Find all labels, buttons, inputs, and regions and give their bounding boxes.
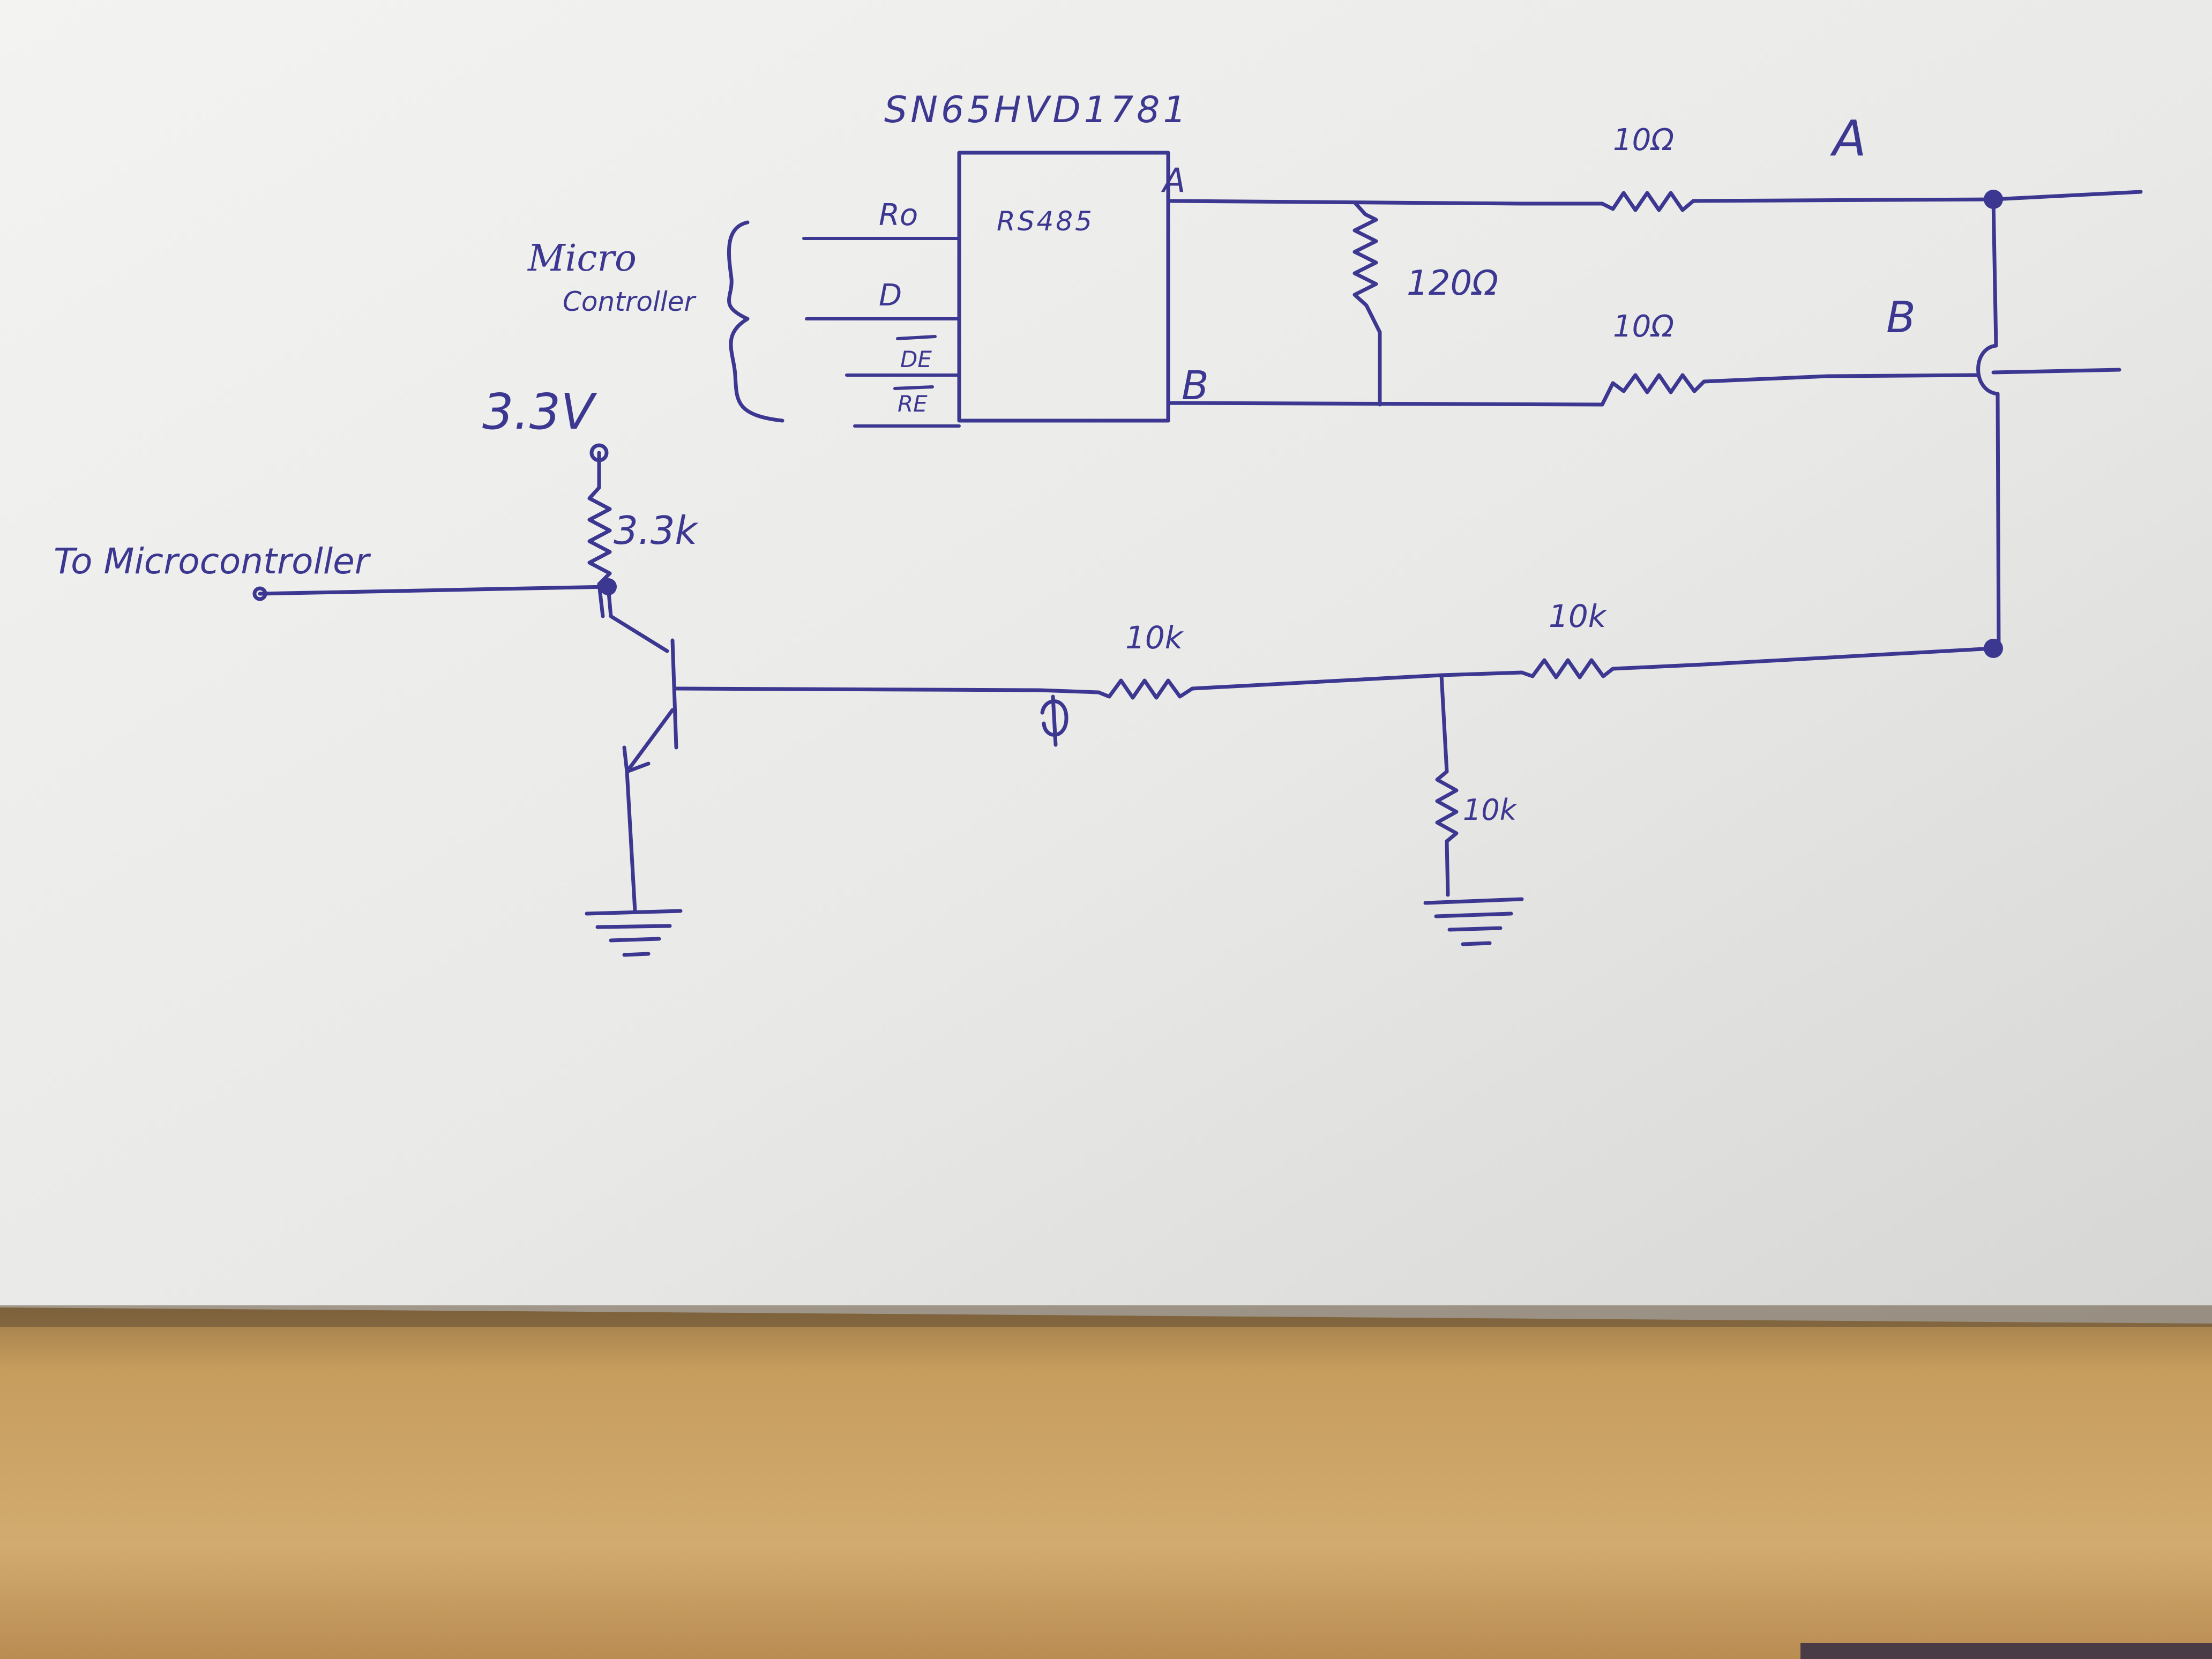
microcontroller-brace — [727, 220, 784, 423]
divider-bottom-resistor — [1435, 673, 1459, 897]
bus-vertical-bottom — [1996, 392, 2001, 651]
line-a-resistor-zigzag — [1600, 191, 1695, 212]
pullup-resistor — [587, 451, 612, 618]
pin-de-label: DE — [900, 346, 932, 372]
bus-b-label: B — [1886, 293, 1916, 342]
ground-left-symbol — [585, 909, 683, 957]
divider-top-resistor-zigzag — [1520, 658, 1615, 679]
divider-to-bus-wire — [1611, 646, 1996, 671]
bus-crossover-hop — [1976, 343, 2000, 396]
line-a-wire-left — [1166, 199, 1604, 206]
pin-de-overbar — [896, 335, 937, 340]
pin-d-label: D — [879, 278, 902, 313]
pin-a-label: A — [1161, 161, 1185, 200]
transistor-base-bar — [670, 638, 678, 750]
transistor-collector — [606, 585, 669, 653]
microcontroller-label-line2: Controller — [563, 286, 697, 317]
line-b-resistor-zigzag — [1611, 373, 1706, 394]
table-surface — [0, 1275, 2212, 1659]
base-resistor-label: 10k — [1125, 619, 1184, 656]
paper-sheet — [0, 0, 2212, 1324]
pin-re-label: RE — [898, 391, 928, 417]
bus-a-label: A — [1830, 110, 1866, 167]
line-a-resistor-label: 10Ω — [1613, 123, 1674, 158]
pullup-resistor-label: 3.3k — [614, 508, 699, 553]
bus-vertical-top — [1991, 197, 1998, 348]
to-mcu-label: To Microcontroller — [54, 541, 371, 582]
chip-name: RS485 — [997, 206, 1094, 237]
paper-shadow-edge — [0, 1305, 2212, 1327]
divider-bottom-resistor-label: 10k — [1463, 793, 1518, 827]
line-b-wire-out — [1991, 368, 2121, 375]
base-resistor-zigzag — [1096, 678, 1194, 700]
transistor-emitter-arrow — [622, 745, 651, 774]
to-mcu-terminal — [252, 586, 267, 601]
mat-bottom-edge — [1800, 1643, 2212, 1659]
divider-top-resistor-label: 10k — [1549, 598, 1608, 634]
supply-label: 3.3V — [482, 383, 597, 440]
line-b-wire-left — [1166, 400, 1604, 423]
pin-re-overbar — [893, 385, 934, 390]
line-b-resistor-label: 10Ω — [1613, 309, 1674, 344]
ground-right-symbol — [1423, 897, 1524, 946]
line-b-wire-right — [1600, 373, 1979, 407]
rs485-chip-body — [957, 151, 1170, 423]
base-wire-blot — [1040, 694, 1068, 747]
to-mcu-wire — [258, 585, 610, 596]
base-wire — [674, 686, 1101, 694]
microcontroller-label-line1: Micro — [527, 237, 637, 280]
termination-resistor — [1352, 201, 1382, 407]
chip-part-number: SN65HVD1781 — [884, 89, 1190, 131]
termination-resistor-label: 120Ω — [1407, 264, 1498, 303]
pin-ro-label: Ro — [879, 198, 918, 233]
